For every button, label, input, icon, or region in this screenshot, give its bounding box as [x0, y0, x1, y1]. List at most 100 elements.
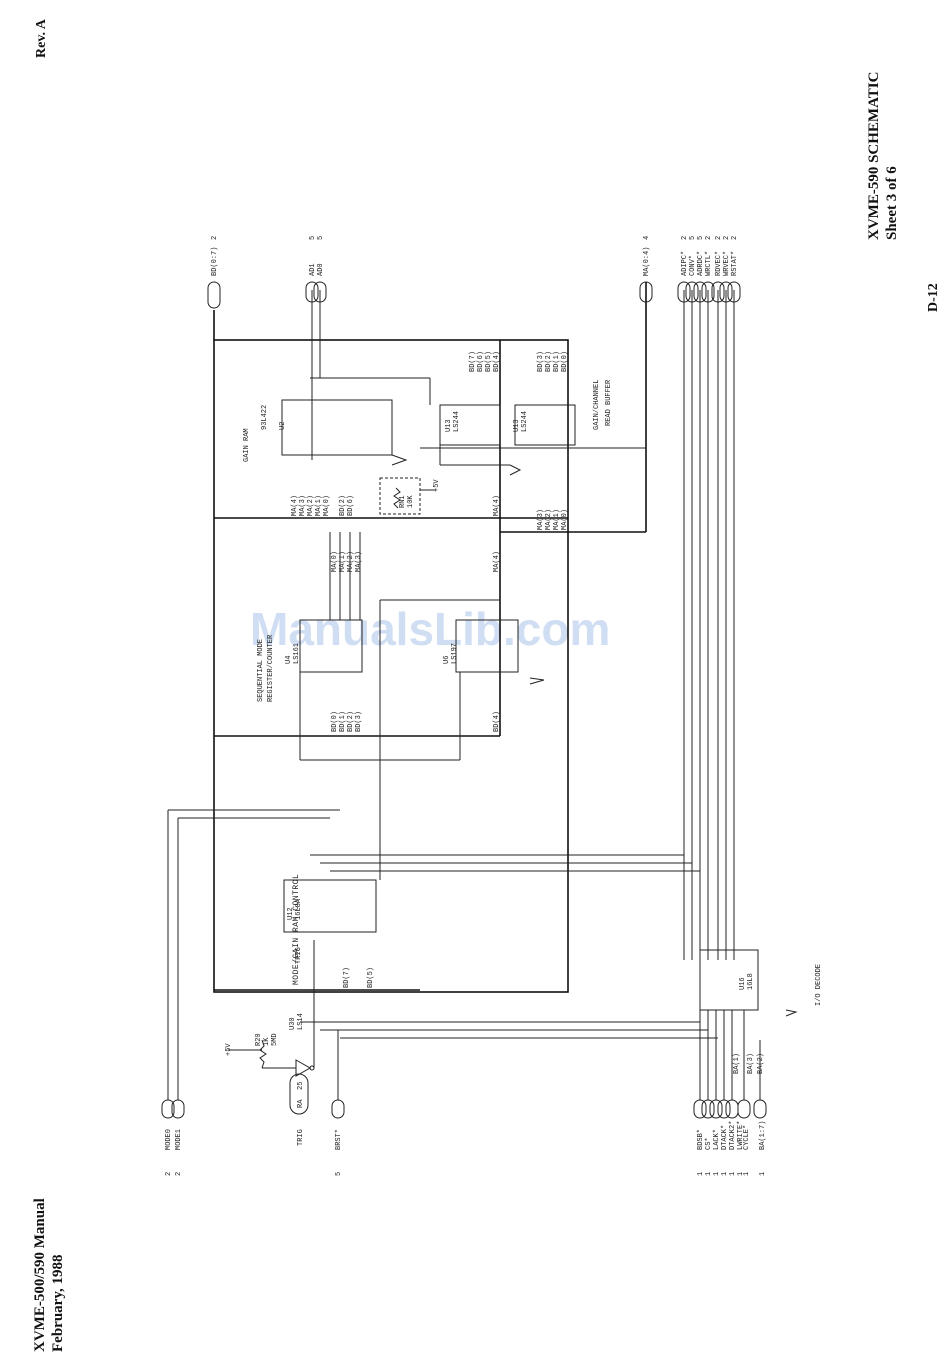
sig-cs: CS*: [705, 1137, 713, 1150]
bus-ma0: MA(0): [323, 495, 331, 516]
sig-mode1: MODE1: [175, 1129, 183, 1150]
rn1-box: [379, 477, 421, 515]
sig-rstat-sheet: 2: [731, 236, 739, 240]
bus-bd7: BD(7): [343, 967, 351, 988]
sig-trig: TRIG: [297, 1129, 305, 1146]
sig-bdsb: BDSB*: [697, 1129, 705, 1150]
sig-ma-bus: MA(0:4): [643, 247, 651, 276]
u6-chip: [455, 619, 519, 673]
u16-type: 16L8: [747, 973, 755, 990]
sig-lack: LACK*: [713, 1129, 721, 1150]
r20-ref: R20: [255, 1033, 263, 1046]
bus-ba2: BA(2): [757, 1053, 765, 1074]
sig-bd-bus: BD(0:7): [211, 247, 219, 276]
bus-ma1-seq: MA(1): [339, 551, 347, 572]
u30-ref: U30: [289, 1017, 297, 1030]
u13a-chip: [439, 404, 501, 446]
sig-conv-sheet: 5: [689, 236, 697, 240]
sig-dtack: DTACK*: [721, 1125, 729, 1150]
u13b-chip: [514, 404, 576, 446]
bus-ma1: MA(1): [315, 495, 323, 516]
sig-rdvec: RDVEC*: [715, 251, 723, 276]
bus-bd1: BD(1): [339, 711, 347, 732]
bus-bd7-buf: BD(7): [469, 351, 477, 372]
sig-adipc: ADIPC*: [681, 251, 689, 276]
sig-lack-sheet: 1: [713, 1172, 721, 1176]
bus-bd0-buf: BD(0): [561, 351, 569, 372]
u2-ref: U2: [279, 422, 287, 430]
vcc-rn1: +5V: [433, 479, 441, 492]
u2-gain-ram-chip: [281, 399, 393, 456]
sig-adrdc: ADRDC*: [697, 251, 705, 276]
bus-bd1-buf: BD(1): [553, 351, 561, 372]
bus-bd4: BD(4): [493, 711, 501, 732]
sig-ba: BA(1:7): [759, 1121, 767, 1150]
block-mode-control: MODE/GAIN RAM CONTROL: [292, 874, 301, 985]
watermark: ManualsLib.com: [250, 603, 611, 655]
sig-cs-sheet: 1: [705, 1172, 713, 1176]
bus-ra-sheet: 25: [297, 1082, 305, 1090]
bus-bd2-gain: BD(2): [339, 495, 347, 516]
sig-dtack2-sheet: 1: [729, 1172, 737, 1176]
sig-ba-sheet: 1: [759, 1172, 767, 1176]
bus-bd5-buf: BD(5): [485, 351, 493, 372]
u4-type: LS161: [293, 643, 301, 664]
u4-chip: [299, 619, 363, 673]
bus-ma1-buf: MA(1): [553, 509, 561, 530]
u6-ref: U6: [443, 656, 451, 664]
bus-ma3-seq: MA(3): [355, 551, 363, 572]
bus-ra: RA: [297, 1099, 305, 1108]
bus-ma0-buf: MA(0): [561, 509, 569, 530]
u12-type: 16L8A: [295, 898, 303, 920]
bus-ma4-gain: MA(4): [493, 495, 501, 516]
bus-ma3-buf: MA(3): [537, 509, 545, 530]
rn1-ref: RN1: [399, 495, 407, 508]
sig-cycle: CYCLE*: [743, 1125, 751, 1150]
u12-ref: U12: [287, 907, 295, 920]
sig-conv: CONV*: [689, 255, 697, 276]
block-io-decode: I/O DECODE: [815, 964, 823, 1006]
u13a-type: LS244: [453, 411, 461, 432]
bus-bd6-gain: BD(6): [347, 495, 355, 516]
u2-type: 93L422: [261, 405, 269, 430]
bus-bd2-buf: BD(2): [545, 351, 553, 372]
sig-lwrite: LWRITE*: [737, 1121, 745, 1150]
bus-bd3-buf: BD(3): [537, 351, 545, 372]
sig-bdsb-sheet: 1: [697, 1172, 705, 1176]
rn1-value: 10K: [407, 495, 415, 508]
sig-dtack-sheet: 1: [721, 1172, 729, 1176]
sig-ad1: AD1: [309, 263, 317, 276]
sig-rstat: RSTAT*: [731, 251, 739, 276]
sig-cycle-sheet: 1: [743, 1172, 751, 1176]
u16-ref: U16: [739, 977, 747, 990]
sig-wrvec: WRVEC*: [723, 251, 731, 276]
bus-ba3: BA(3): [747, 1053, 755, 1074]
block-read-buffer-1: GAIN/CHANNEL: [593, 380, 601, 430]
bus-ma3: MA(3): [299, 495, 307, 516]
bus-bd4-buf: BD(4): [493, 351, 501, 372]
sig-ma-bus-sheet: 4: [643, 236, 651, 240]
mode-control-frame: [213, 339, 569, 993]
u6-type: LS197: [451, 643, 459, 664]
r20-extra: 5MD: [271, 1033, 279, 1046]
u12-chip: [283, 879, 377, 933]
sig-trig-inner: TRIG: [295, 947, 303, 964]
bus-bd2: BD(2): [347, 711, 355, 732]
sig-wrctl: WRCTL*: [705, 251, 713, 276]
block-sequential-2: REGISTER/COUNTER: [267, 634, 275, 702]
sig-mode0: MODE0: [165, 1129, 173, 1150]
u13a-ref: U13: [445, 419, 453, 432]
bus-bd6-buf: BD(6): [477, 351, 485, 372]
bus-ma2-seq: MA(2): [347, 551, 355, 572]
sig-dtack2: DTACK2*: [729, 1121, 737, 1150]
sig-mode1-sheet: 2: [175, 1172, 183, 1176]
bus-ma4: MA(4): [291, 495, 299, 516]
bus-ma4-seq: MA(4): [493, 551, 501, 572]
bus-ma2: MA(2): [307, 495, 315, 516]
sig-brst-sheet: 5: [335, 1172, 343, 1176]
sig-lwrite-sheet: 1: [737, 1172, 745, 1176]
r20-value: 1K: [263, 1037, 271, 1046]
vcc-r20: +5V: [225, 1043, 233, 1056]
sig-mode0-sheet: 2: [165, 1172, 173, 1176]
